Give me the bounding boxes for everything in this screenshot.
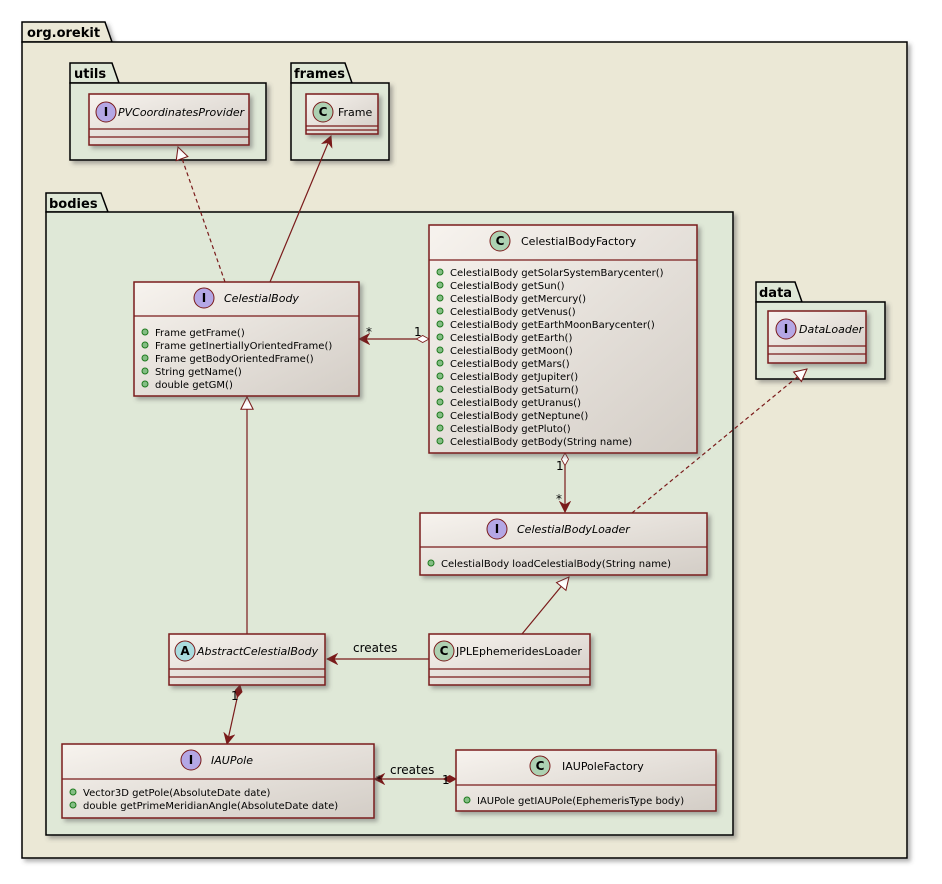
class-name-iaupole: IAUPole (211, 754, 253, 767)
class-celestialbodyloader: I CelestialBodyLoader CelestialBody load… (419, 512, 708, 576)
member: CelestialBody getSun() (450, 281, 565, 292)
interface-letter: I (104, 105, 108, 119)
class-name-iaupolefactory: IAUPoleFactory (562, 760, 644, 773)
class-dataloader: I DataLoader (767, 310, 867, 364)
mult-abstract-one: 1 (231, 689, 239, 703)
member: CelestialBody getMars() (450, 359, 570, 370)
class-celestialbodyfactory: C CelestialBodyFactory CelestialBody get… (428, 224, 698, 454)
member: CelestialBody getVenus() (450, 307, 576, 318)
class-pvcoordinatesprovider: I PVCoordinatesProvider (88, 93, 250, 146)
member: double getGM() (155, 380, 233, 391)
abstract-stereotype-icon (174, 640, 196, 662)
mult-celestialbody-star: * (366, 325, 372, 339)
member: Frame getBodyOrientedFrame() (155, 354, 314, 365)
member: CelestialBody getUranus() (450, 398, 581, 409)
interface-letter: I (202, 291, 206, 305)
celestialbody-members: Frame getFrame() Frame getInertiallyOrie… (141, 328, 332, 391)
interface-stereotype-icon (486, 518, 508, 540)
interface-stereotype-icon (180, 749, 202, 771)
interface-stereotype-icon (193, 287, 215, 309)
member: CelestialBody getJupiter() (450, 372, 578, 383)
class-jplephemeridesloader: C JPLEphemeridesLoader (428, 633, 591, 686)
class-frame: C Frame (305, 93, 379, 135)
class-stereotype-icon (433, 640, 455, 662)
class-name-frame: Frame (338, 106, 373, 119)
relations: Frame --> AbstractCelestialBody creates … (178, 136, 807, 787)
member: Frame getFrame() (155, 328, 245, 339)
celestialbodyfactory-members: CelestialBody getSolarSystemBarycenter()… (436, 268, 664, 448)
mult-loader-star: * (556, 492, 562, 506)
member: CelestialBody getNeptune() (450, 411, 588, 422)
class-name-pvcoordinatesprovider: PVCoordinatesProvider (118, 106, 246, 119)
mult-iaupolefactory-one: 1 (442, 773, 450, 787)
class-stereotype-icon (312, 101, 334, 123)
mult-iaupole-star: * (376, 773, 382, 787)
class-letter: C (496, 234, 505, 248)
class-letter: C (536, 759, 545, 773)
realization-celestialbody-pvcoordinatesprovider (178, 147, 226, 283)
member: CelestialBody getEarth() (450, 333, 572, 344)
label-creates-abstract: creates (353, 641, 397, 655)
class-name-celestialbody: CelestialBody (224, 292, 299, 305)
member: Frame getInertiallyOrientedFrame() (155, 341, 332, 352)
class-letter: C (319, 105, 328, 119)
composition-abstract-iaupole (227, 685, 240, 744)
class-iaupole: I IAUPole Vector3D getPole(AbsoluteDate … (61, 743, 375, 819)
member: CelestialBody getEarthMoonBarycenter() (450, 320, 655, 331)
member: String getName() (155, 367, 242, 378)
member: CelestialBody loadCelestialBody(String n… (441, 559, 671, 570)
class-iaupolefactory: C IAUPoleFactory IAUPole getIAUPole(Ephe… (455, 749, 717, 812)
package-label-utils: utils (74, 67, 106, 82)
realization-jpl-loader (521, 577, 569, 635)
member: CelestialBody getMercury() (450, 294, 586, 305)
mult-factory-loader-one: 1 (556, 459, 564, 473)
realization-loader-dataloader (631, 369, 807, 514)
class-name-celestialbodyloader: CelestialBodyLoader (517, 523, 631, 536)
package-label-frames: frames (294, 67, 345, 82)
class-celestialbody: I CelestialBody Frame getFrame() Frame g… (133, 281, 360, 397)
class-name-abstractcelestialbody: AbstractCelestialBody (196, 645, 319, 658)
mult-factory-one: 1 (414, 325, 422, 339)
package-label-data: data (759, 286, 792, 301)
interface-letter: I (495, 522, 499, 536)
interface-stereotype-icon (95, 101, 117, 123)
member: CelestialBody getPluto() (450, 424, 571, 435)
member: CelestialBody getMoon() (450, 346, 573, 357)
package-label-bodies: bodies (49, 197, 98, 212)
class-letter: C (440, 644, 449, 658)
interface-letter: I (189, 753, 193, 767)
abstract-letter: A (180, 644, 190, 658)
member: double getPrimeMeridianAngle(AbsoluteDat… (83, 801, 338, 812)
class-name-jplephemeridesloader: JPLEphemeridesLoader (455, 645, 582, 658)
association-celestialbody-frame (269, 136, 331, 283)
package-label-org-orekit: org.orekit (27, 26, 100, 41)
class-name-dataloader: DataLoader (799, 323, 865, 336)
member: CelestialBody getBody(String name) (450, 437, 632, 448)
interface-stereotype-icon (775, 318, 797, 340)
class-name-celestialbodyfactory: CelestialBodyFactory (521, 235, 637, 248)
member: CelestialBody getSolarSystemBarycenter() (450, 268, 664, 279)
class-stereotype-icon (529, 755, 551, 777)
member: CelestialBody getSaturn() (450, 385, 579, 396)
member: IAUPole getIAUPole(EphemerisType body) (477, 796, 684, 807)
label-creates-iaupole: creates (390, 763, 434, 777)
member: Vector3D getPole(AbsoluteDate date) (83, 788, 270, 799)
class-stereotype-icon (489, 230, 511, 252)
class-abstractcelestialbody: A AbstractCelestialBody (168, 633, 326, 686)
interface-letter: I (784, 322, 788, 336)
